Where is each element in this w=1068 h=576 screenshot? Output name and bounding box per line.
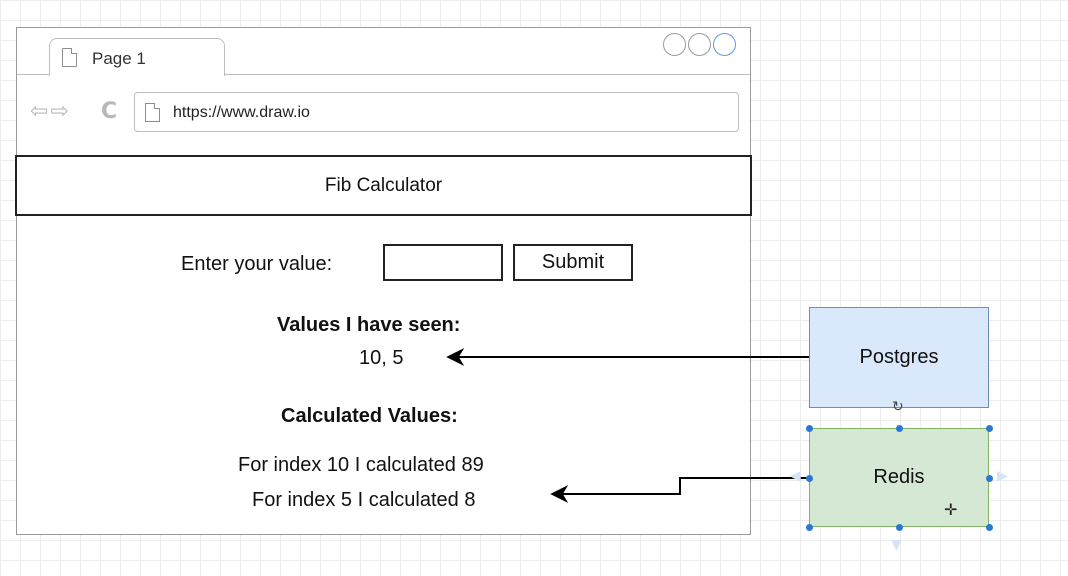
- connect-left-arrow-icon[interactable]: ◀: [790, 468, 801, 484]
- selection-handle[interactable]: [986, 524, 993, 531]
- tab-label: Page 1: [92, 49, 146, 68]
- back-forward-icon[interactable]: ⇦⇨: [30, 99, 71, 124]
- page-icon: [62, 48, 77, 67]
- selection-handle[interactable]: [806, 425, 813, 432]
- selection-handle[interactable]: [806, 475, 813, 482]
- postgres-node[interactable]: Postgres: [809, 307, 989, 408]
- selection-handle[interactable]: [896, 524, 903, 531]
- rotate-icon[interactable]: ↻: [892, 399, 904, 415]
- browser-tab[interactable]: Page 1: [49, 38, 225, 76]
- connect-down-arrow-icon[interactable]: ▼: [891, 537, 902, 553]
- seen-values-heading: Values I have seen:: [277, 314, 461, 336]
- redis-to-calculated-arrow[interactable]: [550, 477, 809, 503]
- window-close-icon[interactable]: [713, 33, 736, 56]
- calculated-value-line: For index 10 I calculated 89: [238, 454, 484, 476]
- value-input[interactable]: [383, 244, 503, 281]
- window-minimize-icon[interactable]: [663, 33, 686, 56]
- page-title: Fib Calculator: [15, 155, 752, 216]
- submit-button[interactable]: Submit: [513, 244, 633, 281]
- value-input-label: Enter your value:: [181, 253, 333, 275]
- connect-right-arrow-icon[interactable]: ▶: [997, 468, 1008, 484]
- selection-handle[interactable]: [806, 524, 813, 531]
- page-icon: [145, 103, 160, 122]
- calculated-values-heading: Calculated Values:: [281, 405, 458, 427]
- selection-handle[interactable]: [896, 425, 903, 432]
- tab-strip-divider: [17, 74, 750, 75]
- window-maximize-icon[interactable]: [688, 33, 711, 56]
- reload-icon[interactable]: C: [101, 99, 118, 124]
- selection-handle[interactable]: [986, 425, 993, 432]
- selection-handle[interactable]: [986, 475, 993, 482]
- move-cursor-icon: ✛: [944, 500, 958, 519]
- url-text: https://www.draw.io: [173, 104, 310, 121]
- url-bar[interactable]: https://www.draw.io: [134, 92, 739, 132]
- redis-node[interactable]: Redis: [809, 428, 989, 527]
- seen-values-text: 10, 5: [359, 347, 404, 369]
- calculated-value-line: For index 5 I calculated 8: [252, 489, 476, 511]
